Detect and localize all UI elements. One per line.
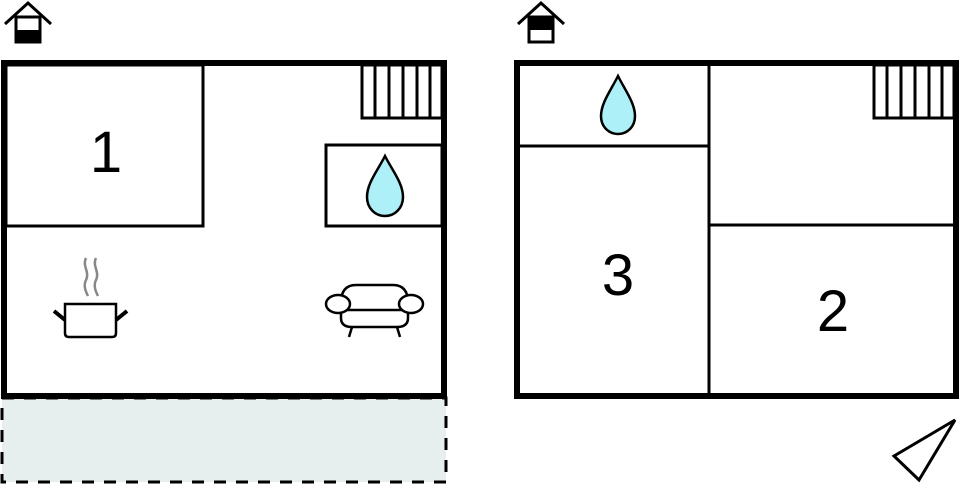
terrace xyxy=(0,396,448,484)
sofa-icon xyxy=(324,283,425,338)
compass-arrow-icon xyxy=(891,418,957,483)
water-drop-icon xyxy=(599,73,637,136)
room-1-bedroom xyxy=(4,63,205,228)
water-drop-icon xyxy=(365,153,405,218)
ground-floor: 1 xyxy=(0,0,448,484)
room-3-label: 3 xyxy=(602,243,634,308)
house-ground-floor-icon xyxy=(3,0,53,44)
room-2-label: 2 xyxy=(817,279,849,344)
stairs-icon xyxy=(360,63,444,120)
bathroom-ground xyxy=(324,143,444,228)
house-upper-floor-icon xyxy=(516,0,566,44)
cooking-pot-icon xyxy=(52,257,129,339)
upper-floor: 3 2 xyxy=(514,0,959,399)
stairs-icon xyxy=(872,63,956,120)
room-1-label: 1 xyxy=(90,120,122,185)
